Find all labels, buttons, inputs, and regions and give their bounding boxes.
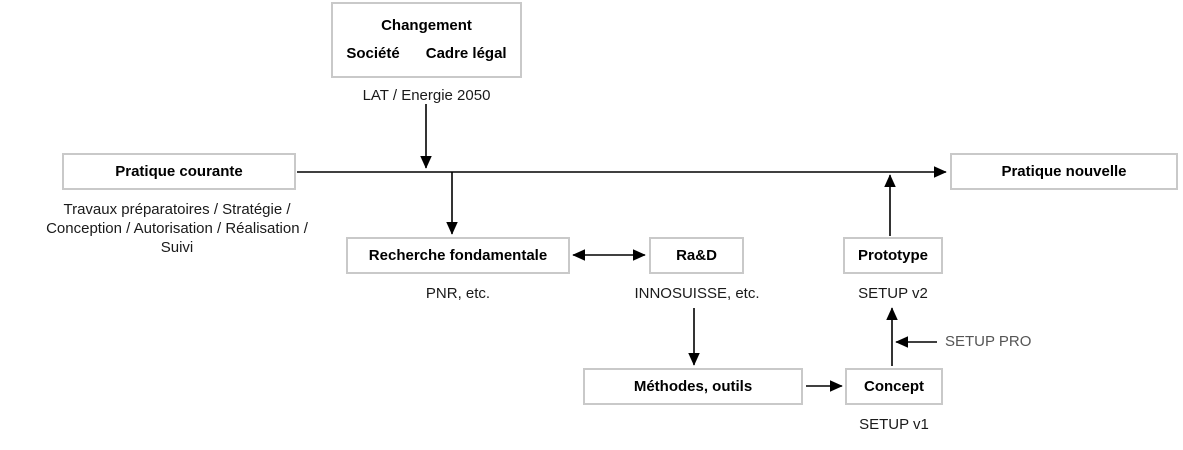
node-prototype-label: Prototype xyxy=(857,246,928,264)
node-recherche-fondamentale[interactable]: Recherche fondamentale xyxy=(346,237,570,274)
node-pratique-courante-label: Pratique courante xyxy=(115,162,243,180)
node-changement-title: Changement xyxy=(381,17,472,34)
node-changement[interactable]: Changement Société Cadre légal xyxy=(331,2,522,78)
caption-ra-et-d: INNOSUISSE, etc. xyxy=(634,285,760,302)
node-changement-cadre-legal: Cadre légal xyxy=(425,45,507,62)
node-methodes-outils-label: Méthodes, outils xyxy=(633,377,753,395)
node-methodes-outils[interactable]: Méthodes, outils xyxy=(583,368,803,405)
caption-recherche-fondamentale: PNR, etc. xyxy=(425,285,491,302)
node-pratique-courante[interactable]: Pratique courante xyxy=(62,153,296,190)
node-ra-et-d[interactable]: Ra&D xyxy=(649,237,744,274)
caption-prototype: SETUP v2 xyxy=(858,285,928,302)
annotation-setup-pro: SETUP PRO xyxy=(945,333,1032,350)
caption-pratique-courante: Travaux préparatoires / Stratégie / Conc… xyxy=(46,201,308,257)
node-pratique-nouvelle-label: Pratique nouvelle xyxy=(1001,162,1127,180)
node-concept-label: Concept xyxy=(864,377,924,395)
node-ra-et-d-label: Ra&D xyxy=(676,246,717,264)
caption-concept: SETUP v1 xyxy=(859,416,929,433)
caption-changement: LAT / Energie 2050 xyxy=(362,87,491,104)
node-changement-societe: Société xyxy=(346,45,400,62)
node-recherche-fondamentale-label: Recherche fondamentale xyxy=(368,246,548,264)
node-pratique-nouvelle[interactable]: Pratique nouvelle xyxy=(950,153,1178,190)
node-concept[interactable]: Concept xyxy=(845,368,943,405)
node-prototype[interactable]: Prototype xyxy=(843,237,943,274)
